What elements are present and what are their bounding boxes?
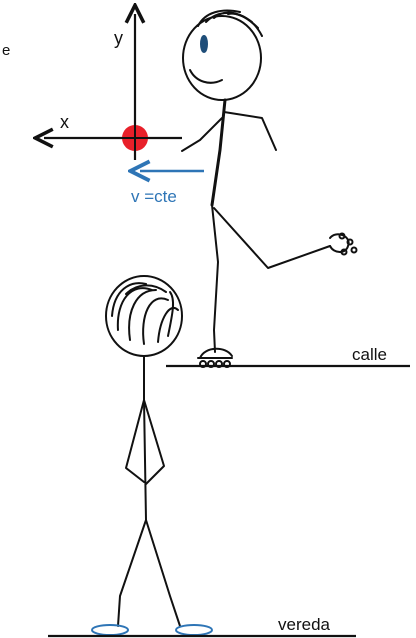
skater-figure xyxy=(181,9,358,368)
velocity-indicator: v =cte xyxy=(131,171,204,206)
observer-right-shoe xyxy=(175,624,213,636)
corner-text-fragment: e xyxy=(2,42,10,59)
observer-left-shoe xyxy=(91,624,129,636)
sidewalk-label: vereda xyxy=(278,615,331,634)
street-surface: calle xyxy=(166,345,410,368)
y-axis-label: y xyxy=(114,28,123,48)
observer-figure xyxy=(91,275,213,636)
skater-eye xyxy=(200,35,208,53)
x-axis-label: x xyxy=(60,112,69,132)
skater-head xyxy=(182,15,262,101)
street-label: calle xyxy=(352,345,387,364)
sidewalk-surface: vereda xyxy=(48,615,356,638)
reference-frame: y x xyxy=(44,14,182,160)
velocity-label: v =cte xyxy=(131,187,177,206)
